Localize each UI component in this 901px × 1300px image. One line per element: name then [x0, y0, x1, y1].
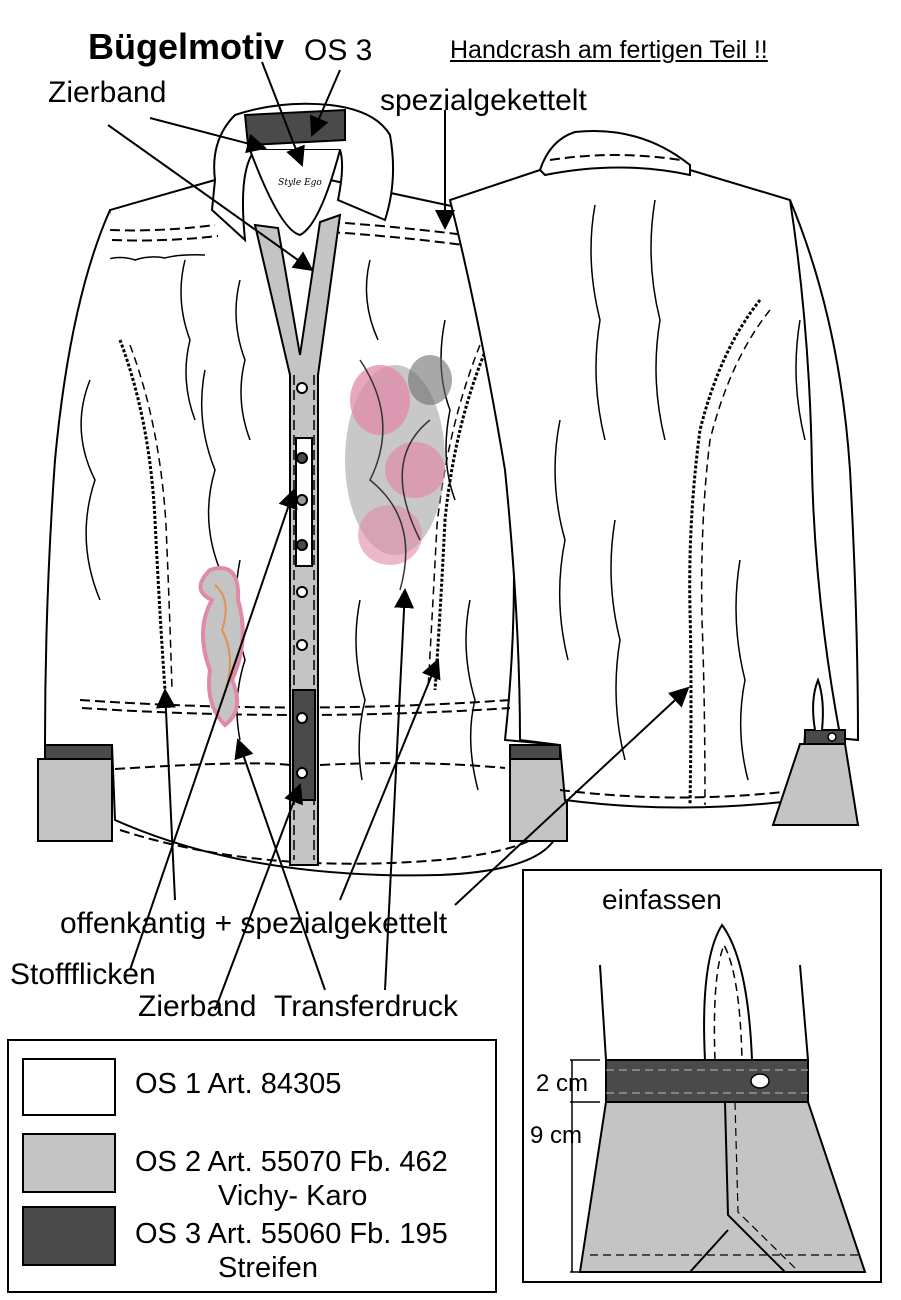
- offenkantig-label: offenkantig + spezialgekettelt: [60, 907, 448, 940]
- back-collar: [538, 129, 691, 177]
- detail-frame: [522, 869, 882, 1283]
- einfassen-label: einfassen: [602, 884, 722, 915]
- legend-sub-os3: Streifen: [218, 1252, 318, 1284]
- spezialgekettelt-top-label: spezialgekettelt: [380, 84, 587, 117]
- legend-frame: [7, 1039, 497, 1293]
- os3-label: OS 3: [304, 34, 373, 67]
- callout-arrows: [107, 61, 690, 1011]
- front-right-cuff: [509, 758, 568, 842]
- collar-logo: Style Ego: [278, 178, 322, 188]
- collar-band-os3: [243, 108, 346, 147]
- legend-label-os2: OS 2 Art. 55070 Fb. 462: [135, 1146, 448, 1178]
- detail-loop: [703, 923, 753, 1061]
- transfer-print: [345, 355, 452, 591]
- cuff-detail: [522, 869, 882, 1283]
- legend-label-os3: OS 3 Art. 55060 Fb. 195: [135, 1218, 448, 1250]
- stoffflicken-label: Stoffflicken: [10, 958, 156, 991]
- front-left-cuff-band: [44, 744, 113, 760]
- back-shirt: [448, 129, 860, 826]
- back-body-outline: [448, 169, 842, 809]
- front-right-cuff-band: [509, 744, 561, 760]
- motif-label: Bügelmotiv: [88, 26, 285, 67]
- zierband-top-label: Zierband: [48, 76, 167, 109]
- front-shirt: [37, 102, 568, 877]
- detail-cuff: [578, 1101, 867, 1273]
- legend-swatch-os1: [22, 1058, 116, 1116]
- legend-label-os1: OS 1 Art. 84305: [135, 1068, 342, 1100]
- front-left-cuff: [37, 758, 113, 842]
- handcrash-note: Handcrash am fertigen Teil !!: [450, 36, 768, 64]
- zierband-bottom-label: Zierband: [138, 990, 257, 1023]
- legend-swatch-os3: [22, 1206, 116, 1266]
- detail-cuff-band: [605, 1059, 809, 1103]
- legend-sub-os2: Vichy- Karo: [218, 1180, 368, 1212]
- fabric-patch: [198, 566, 245, 728]
- back-cuff-band: [804, 729, 846, 745]
- band-measure-label: 2 cm: [536, 1070, 589, 1097]
- back-cuff: [771, 743, 860, 826]
- legend-swatch-os2: [22, 1133, 116, 1193]
- transferdruck-label: Transferdruck: [274, 990, 458, 1023]
- left-sleeve: [43, 209, 112, 746]
- cuff-measure-label: 9 cm: [530, 1122, 583, 1149]
